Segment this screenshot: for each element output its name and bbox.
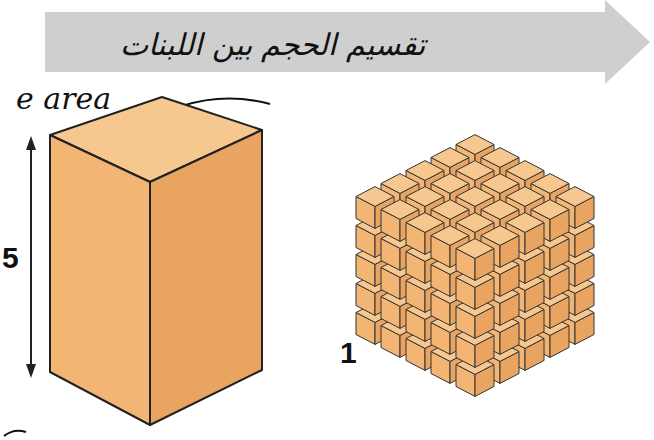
unit-cube-face <box>456 187 494 207</box>
ink-stroke <box>4 431 26 436</box>
unit-cube-face <box>406 187 444 207</box>
unit-cube-face <box>356 187 394 207</box>
large-cube <box>50 97 262 425</box>
unit-cube-face <box>556 187 594 207</box>
unit-cube-face <box>431 226 469 246</box>
unit-cube-face <box>381 200 419 220</box>
unit-cube-face <box>506 213 544 233</box>
unit-cube-face <box>456 135 494 155</box>
unit-cube-face <box>456 213 494 233</box>
unit-cube-face <box>481 200 519 220</box>
unit-cube-face <box>406 161 444 181</box>
direction-arrow <box>45 0 650 84</box>
unit-cube-face <box>406 213 444 233</box>
unit-cube-face <box>481 148 519 168</box>
handwritten-note: e area <box>16 84 111 114</box>
unit-cube-face <box>531 200 569 220</box>
unit-cube-face <box>481 174 519 194</box>
unit-cube-face <box>506 187 544 207</box>
unit-cube-face <box>381 174 419 194</box>
dimension-label: 5 <box>2 243 19 273</box>
dimension-arrow <box>26 136 36 378</box>
unit-cubes <box>356 135 594 397</box>
unit-cube-face <box>431 148 469 168</box>
unit-cube-face <box>506 161 544 181</box>
unit-cube-face <box>531 174 569 194</box>
unit-cube-face <box>456 161 494 181</box>
unit-cube-face <box>456 239 494 259</box>
dimension-label: 1 <box>340 338 357 368</box>
unit-cube-face <box>481 226 519 246</box>
unit-cube-face <box>431 174 469 194</box>
ink-stroke <box>182 98 270 106</box>
handwritten-note: تقسيم الحجم بين اللبنات <box>120 30 425 60</box>
unit-cube-face <box>431 200 469 220</box>
